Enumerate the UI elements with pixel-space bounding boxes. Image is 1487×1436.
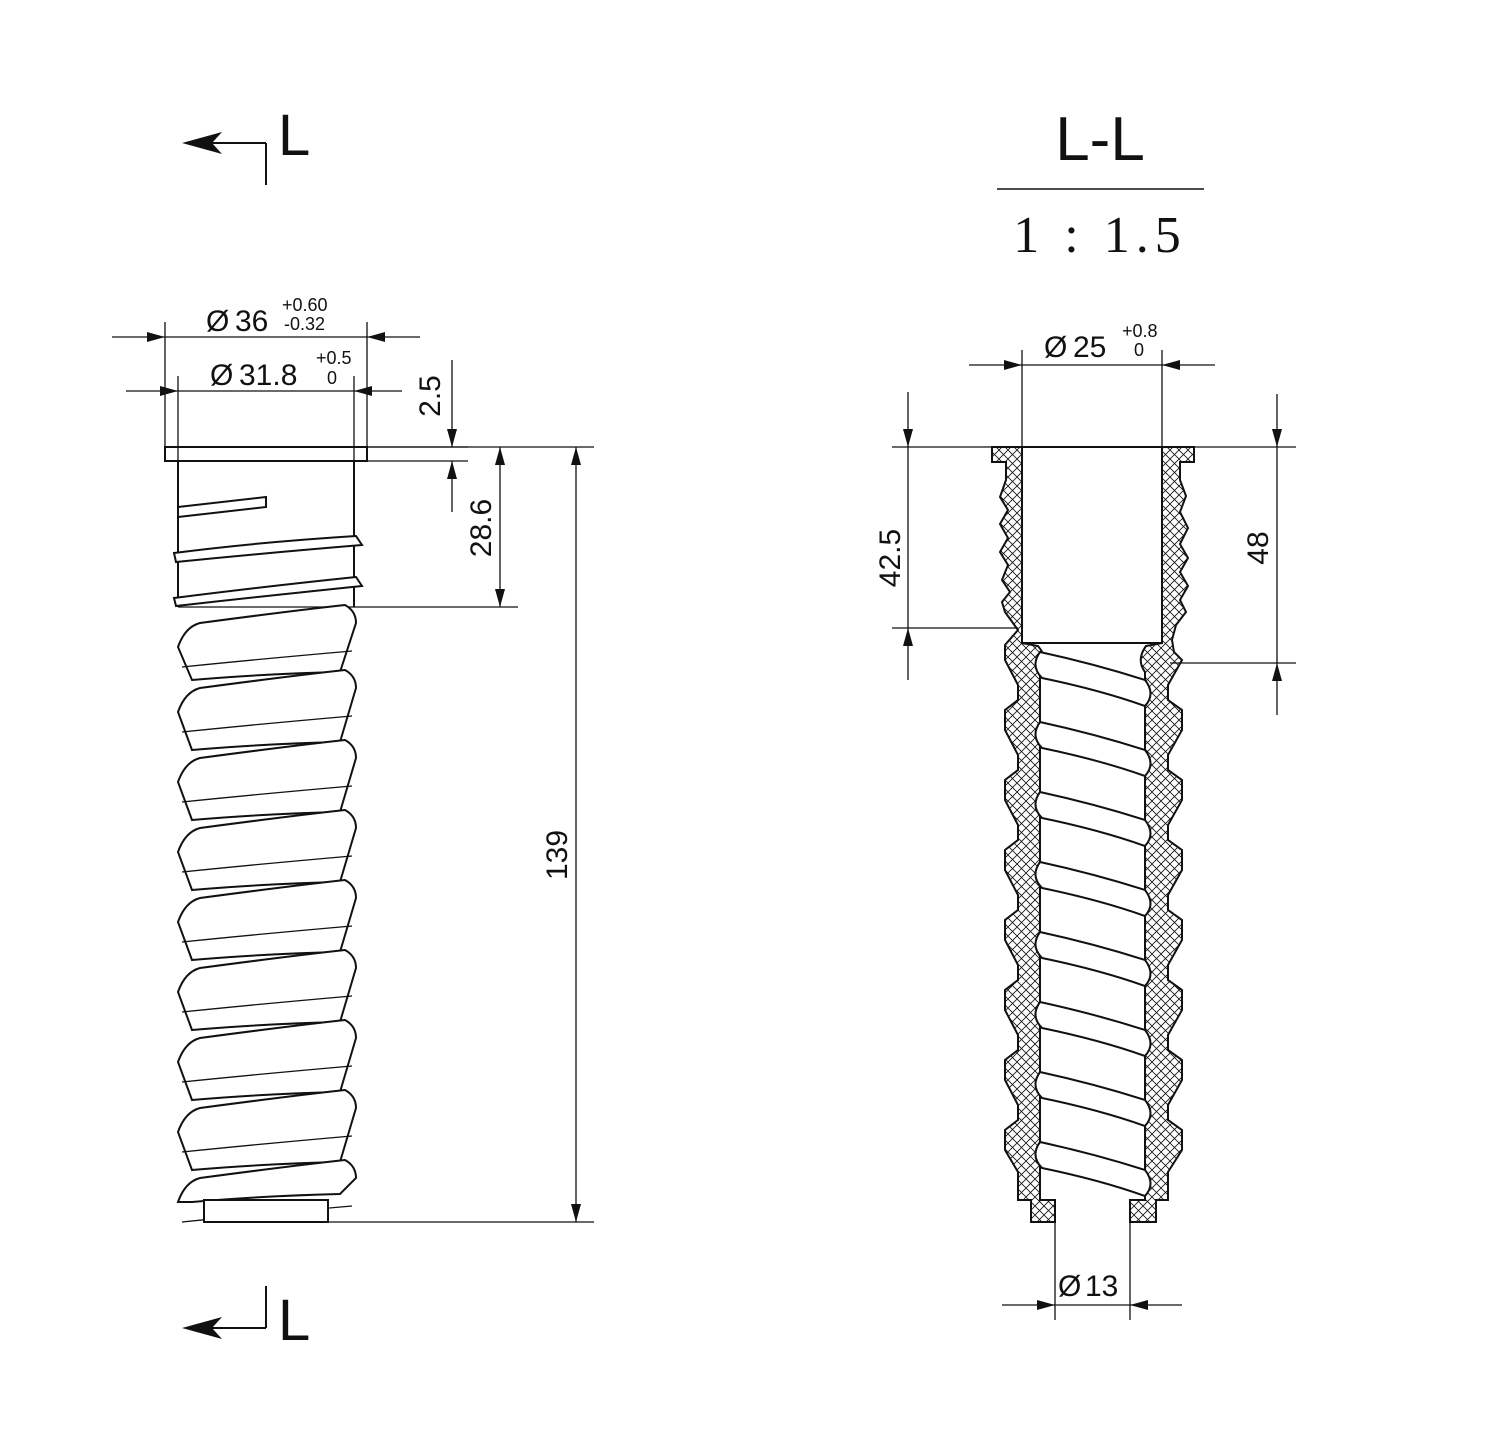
dim-collar-diameter-value: 31.8 [239,359,297,392]
dim-bore-depth-value: 42.5 [874,529,907,587]
dim-tip-diameter-value: 13 [1085,1270,1118,1303]
section-marker-top: L [182,103,310,185]
dim-bore-diameter-tol-upper: +0.8 [1122,321,1158,341]
thread-turns [176,603,358,1223]
exterior-view [164,446,368,1223]
dim-outer-diameter: Ø 36 +0.60 -0.32 [112,295,420,447]
section-title-block: L-L 1 : 1.5 [997,105,1204,264]
dim-collar-diameter-symbol: Ø [210,359,233,392]
section-label-bottom: L [278,1288,310,1353]
thread-turn [176,668,358,752]
thread-turn [176,603,358,682]
section-groove [1034,720,1152,778]
section-groove [1034,790,1152,848]
scale-label: 1 : 1.5 [1013,207,1186,264]
dim-collar-diameter-tol-upper: +0.5 [316,348,352,368]
dim-total-length: 139 [328,446,594,1223]
thread-edge [181,925,353,943]
section-title: L-L [1055,105,1145,174]
section-groove [1034,930,1152,988]
dim-tip-diameter: Ø 13 [1002,1200,1182,1320]
section-groove [1034,1070,1152,1128]
section-view [991,446,1195,1223]
thread-edge [181,785,353,803]
thread-edge [181,855,353,873]
dim-bore-depth: 42.5 [874,392,1018,680]
thread-edge [181,995,353,1013]
dim-bore-diameter-symbol: Ø [1044,331,1067,364]
thread-turn [176,1088,358,1172]
dim-outer-diameter-value: 36 [235,305,268,338]
dim-bore-diameter-value: 25 [1073,331,1106,364]
dim-collar-diameter: Ø 31.8 +0.5 0 [126,348,402,461]
dim-bore-diameter-tol-lower: 0 [1134,340,1144,360]
section-groove [1034,1000,1152,1058]
section-marker-bottom: L [182,1286,310,1353]
dim-total-length-value: 139 [541,830,574,880]
dim-flange-thickness: 2.5 [367,360,468,512]
section-wall-right [1129,446,1195,1223]
section-groove [1034,860,1152,918]
dim-tip-diameter-symbol: Ø [1058,1270,1081,1303]
thread-edge [181,1135,353,1153]
section-groove [1034,1140,1152,1198]
thread-turn [176,808,358,892]
dim-outer-diameter-tol-lower: -0.32 [284,314,325,334]
dim-upper-thread-length-value: 28.6 [465,499,498,557]
thread-edge [181,1065,353,1083]
section-groove [1034,650,1152,708]
dim-outer-diameter-symbol: Ø [206,305,229,338]
section-thread-grooves [1034,650,1152,1198]
dim-outer-diameter-tol-upper: +0.60 [282,295,328,315]
dim-socket-depth: 48 [1170,394,1296,715]
thread-edge [181,650,353,668]
section-label-top: L [278,103,310,168]
thread-turn [176,1158,358,1203]
thread-turn [176,948,358,1032]
dim-socket-depth-value: 48 [1242,531,1275,564]
dim-collar-diameter-tol-lower: 0 [327,368,337,388]
thread-edge [181,715,353,733]
thread-turn [176,878,358,962]
dim-upper-thread-length: 28.6 [354,447,518,608]
dim-bore-diameter: Ø 25 +0.8 0 [969,321,1215,447]
dim-flange-thickness-value: 2.5 [414,375,447,417]
thread-turn [176,1018,358,1102]
thread-turn [176,738,358,822]
